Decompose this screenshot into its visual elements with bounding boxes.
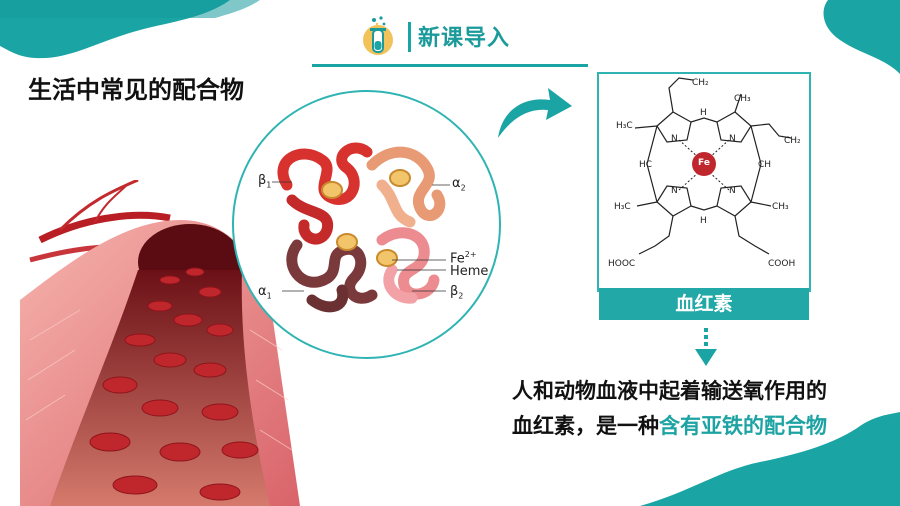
heme-caption: 血红素 bbox=[599, 288, 809, 320]
hooc-label: HOOC bbox=[608, 259, 636, 269]
h-label-2: H bbox=[700, 216, 707, 226]
page-title: 新课导入 bbox=[418, 26, 511, 51]
hc-label: HC bbox=[639, 160, 653, 170]
label-beta2: β2 bbox=[450, 284, 464, 301]
ch3-label-1: CH₃ bbox=[734, 94, 751, 104]
blood-vessel-illustration bbox=[20, 180, 300, 506]
curved-arrow-icon bbox=[498, 88, 572, 138]
header-divider bbox=[408, 22, 411, 52]
h3c-label-1: H₃C bbox=[616, 121, 633, 131]
test-tube-icon bbox=[363, 16, 393, 55]
n-label-4: N bbox=[729, 186, 736, 196]
header-underline bbox=[312, 64, 588, 67]
fe-center-label: Fe bbox=[698, 158, 710, 168]
description-text: 人和动物血液中起着输送氧作用的 血红素，是一种含有亚铁的配合物 bbox=[512, 374, 827, 444]
description-line-1: 人和动物血液中起着输送氧作用的 bbox=[512, 379, 827, 403]
ch-label: CH bbox=[758, 160, 772, 170]
hemoglobin-diagram bbox=[272, 142, 450, 313]
h3c-label-2: H₃C bbox=[614, 202, 631, 212]
label-alpha2: α2 bbox=[452, 176, 466, 193]
lead-heading: 生活中常见的配合物 bbox=[28, 76, 244, 104]
n-label-3: N bbox=[671, 186, 678, 196]
label-beta1: β1 bbox=[258, 173, 272, 190]
heme-structure-panel bbox=[597, 72, 811, 292]
highlighted-phrase: 含有亚铁的配合物 bbox=[659, 414, 827, 438]
h-label-1: H bbox=[700, 108, 707, 118]
label-heme: Heme bbox=[450, 264, 489, 279]
vinyl-label-2: CH₂ bbox=[784, 136, 801, 146]
heme-structure-diagram bbox=[634, 77, 792, 255]
label-alpha1: α1 bbox=[258, 284, 272, 301]
down-arrow-icon bbox=[695, 328, 717, 366]
cooh-label: COOH bbox=[768, 259, 796, 269]
n-label-1: N bbox=[671, 134, 678, 144]
ch3-label-2: CH₃ bbox=[772, 202, 789, 212]
description-line-2: 血红素，是一种含有亚铁的配合物 bbox=[512, 414, 827, 438]
vinyl-label-1: CH₂ bbox=[692, 78, 709, 88]
label-fe: Fe2+ bbox=[450, 250, 477, 267]
n-label-2: N bbox=[729, 134, 736, 144]
magnifier-circle bbox=[232, 90, 501, 359]
